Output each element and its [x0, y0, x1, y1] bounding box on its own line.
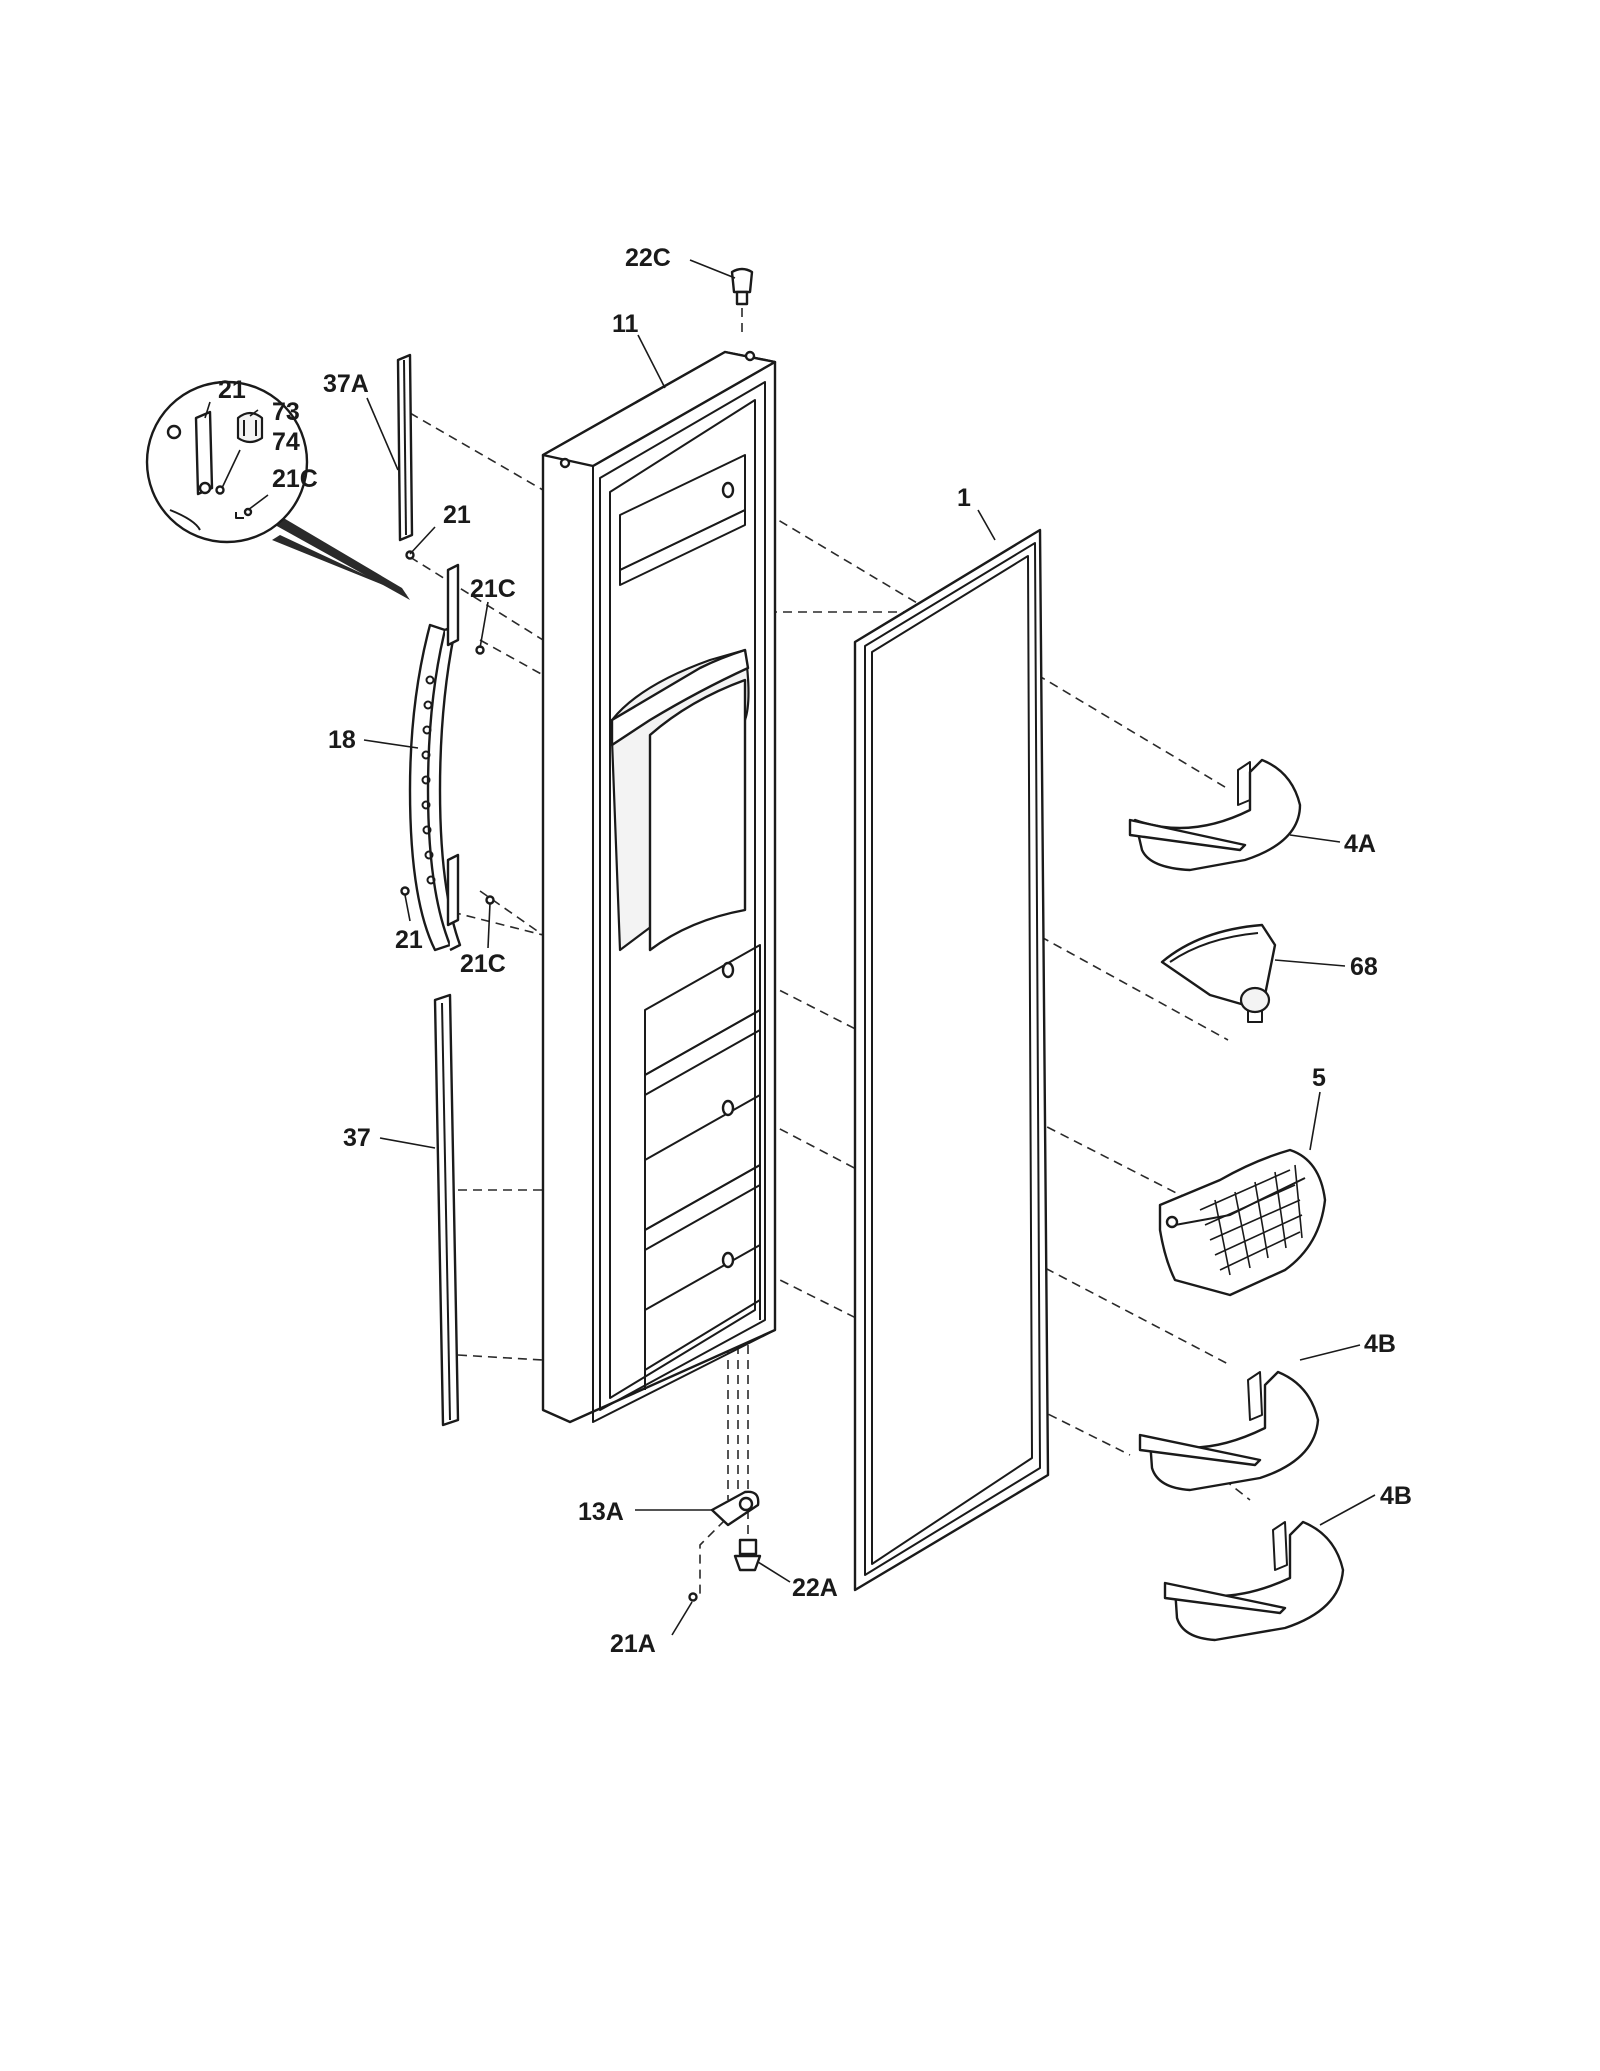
door-gasket — [853, 528, 1050, 1592]
hinge-bracket-13a — [710, 1490, 760, 1527]
callout-21A: 21A — [610, 1630, 656, 1658]
callout-21C-top: 21C — [470, 575, 516, 603]
screws — [400, 550, 698, 1602]
assembly-lines — [409, 308, 1251, 1595]
hinge-pin-22c — [730, 267, 754, 306]
callout-4A: 4A — [1344, 830, 1376, 858]
door-assembly — [541, 350, 777, 1424]
door-bin-4b-upper — [1138, 1370, 1320, 1492]
callout-4B-upper: 4B — [1364, 1330, 1396, 1358]
detail-inset — [145, 380, 410, 600]
bushing-22a — [733, 1538, 762, 1572]
callout-21-bottom: 21 — [395, 926, 423, 954]
callout-labels: 22C 11 37A 21 73 74 21C 21 21C 1 18 4A 2… — [218, 244, 1412, 1658]
callout-13A: 13A — [578, 1498, 624, 1526]
door-bin-4b-lower — [1163, 1520, 1345, 1642]
callout-leaders — [204, 259, 1376, 1636]
trim-37 — [433, 993, 460, 1427]
callout-1: 1 — [957, 484, 971, 512]
callout-21C-detail: 21C — [272, 465, 318, 493]
callout-74: 74 — [272, 428, 300, 456]
callout-37: 37 — [343, 1124, 371, 1152]
callout-5: 5 — [1312, 1064, 1326, 1092]
callout-4B-lower: 4B — [1380, 1482, 1412, 1510]
callout-37A: 37A — [323, 370, 369, 398]
callout-22A: 22A — [792, 1574, 838, 1602]
callout-73: 73 — [272, 398, 300, 426]
callout-68: 68 — [1350, 953, 1378, 981]
door-handle-18 — [408, 563, 462, 952]
callout-22C: 22C — [625, 244, 671, 272]
ice-container-68 — [1160, 923, 1277, 1023]
callout-18: 18 — [328, 726, 356, 754]
callout-21-detail: 21 — [218, 376, 246, 404]
callout-21-top: 21 — [443, 501, 471, 529]
callout-11: 11 — [612, 310, 639, 338]
trim-37a — [396, 353, 414, 542]
wire-basket-5 — [1158, 1148, 1327, 1297]
callout-21C-bottom: 21C — [460, 950, 506, 978]
door-bin-4a — [1128, 758, 1302, 872]
